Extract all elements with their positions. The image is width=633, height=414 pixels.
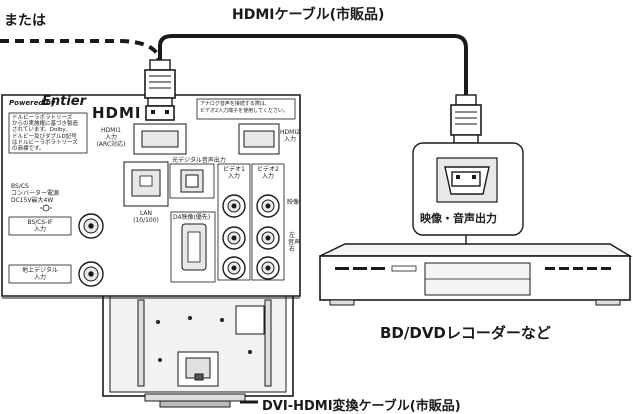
dvi-cable-label: DVI-HDMI変換ケーブル(市販品) xyxy=(262,399,461,414)
hdmi1-label: HDMI1 入力 (ARC対応) xyxy=(93,127,129,148)
analog-note-line: ビデオ2入力端子を使用してください。 xyxy=(200,108,288,114)
dolby-note-line: されています。Dolby、 xyxy=(12,127,72,134)
lan-label: LAN (10/100) xyxy=(126,210,166,224)
video1-label-line: ビデオ1 xyxy=(223,166,245,173)
alternate-cable-dashed xyxy=(0,39,162,69)
recorder-output-callout xyxy=(412,142,524,252)
bs-power-label-line: BS/CS xyxy=(11,183,29,190)
side-video-label: 映像 xyxy=(287,199,300,206)
video1-label: ビデオ1 入力 xyxy=(221,166,247,180)
hdmi-logo: HDMI xyxy=(92,104,142,122)
video2-label-line: 入力 xyxy=(261,173,274,180)
side-audio-label-line: 左 xyxy=(288,232,295,239)
optical-label: 光デジタル音声出力 xyxy=(172,157,226,164)
lan-label-line: (10/100) xyxy=(133,217,159,224)
side-audio-label-line: 右 xyxy=(288,246,295,253)
hdmi-cable-label: HDMIケーブル(市販品) xyxy=(232,7,385,23)
rca-jacks xyxy=(222,194,280,280)
terrestrial-label-line: 地上デジタル xyxy=(22,267,58,274)
dolby-note: ドルビーラボラトリーズ からの実施権に基づき製造 されています。Dolby、 ド… xyxy=(12,115,78,152)
bs-if-label-line: 入力 xyxy=(33,226,46,233)
dolby-note-line: ドルビーラボラトリーズ xyxy=(12,115,73,121)
hdmi-plug-tv xyxy=(144,59,176,121)
dolby-note-line: はドルビーラボラトリーズ xyxy=(12,139,78,146)
video1-label-line: 入力 xyxy=(227,173,240,180)
hdmi2-label-line: 入力 xyxy=(283,136,296,143)
brand-prefix: Powered by xyxy=(9,99,56,107)
analog-note: アナログ音声を接続する際は、 ビデオ2入力端子を使用してください。 xyxy=(200,101,288,115)
bs-if-label-line: BS/CS-IF xyxy=(27,219,53,226)
side-audio-label: 左 音声 右 xyxy=(288,232,301,253)
analog-note-line: アナログ音声を接続する際は、 xyxy=(200,101,270,107)
hdmi-plug-recorder xyxy=(450,94,482,144)
hdmi1-label-line: 入力 xyxy=(104,134,117,141)
video2-label-line: ビデオ2 xyxy=(257,166,279,173)
dolby-note-line: の商標です。 xyxy=(12,146,45,153)
tv-body xyxy=(102,287,294,408)
bs-if-label: BS/CS-IF 入力 xyxy=(11,219,69,233)
video2-label: ビデオ2 入力 xyxy=(255,166,281,180)
or-label: または xyxy=(4,13,46,29)
hdmi-cable-line xyxy=(158,34,468,95)
hdmi2-label: HDMI2 入力 xyxy=(279,129,301,143)
dolby-note-line: からの実施権に基づき製造 xyxy=(12,121,79,128)
side-audio-label-line: 音声 xyxy=(288,239,301,246)
av-output-label: 映像・音声出力 xyxy=(420,212,497,225)
bs-power-label-line: DC15V最大4W xyxy=(11,197,54,204)
dolby-note-line: ドルビー及びダブルD記号 xyxy=(12,133,77,140)
terrestrial-label: 地上デジタル 入力 xyxy=(11,267,69,281)
bs-power-label-line: コンバーター電源 xyxy=(11,190,60,197)
antenna-connectors xyxy=(8,204,104,287)
brand-logo: Entier xyxy=(42,94,87,109)
d4-label: D4映像(優先) xyxy=(173,214,211,221)
bd-recorder-label: BD/DVDレコーダーなど xyxy=(380,324,551,342)
hdmi2-label-line: HDMI2 xyxy=(280,129,300,136)
lan-label-line: LAN xyxy=(139,210,153,217)
bs-power-label: BS/CS コンバーター電源 DC15V最大4W xyxy=(11,183,59,204)
hdmi1-label-line: HDMI1 xyxy=(101,127,121,134)
terrestrial-label-line: 入力 xyxy=(33,274,46,281)
bd-recorder-device xyxy=(319,243,633,306)
hdmi1-label-line: (ARC対応) xyxy=(96,141,126,148)
